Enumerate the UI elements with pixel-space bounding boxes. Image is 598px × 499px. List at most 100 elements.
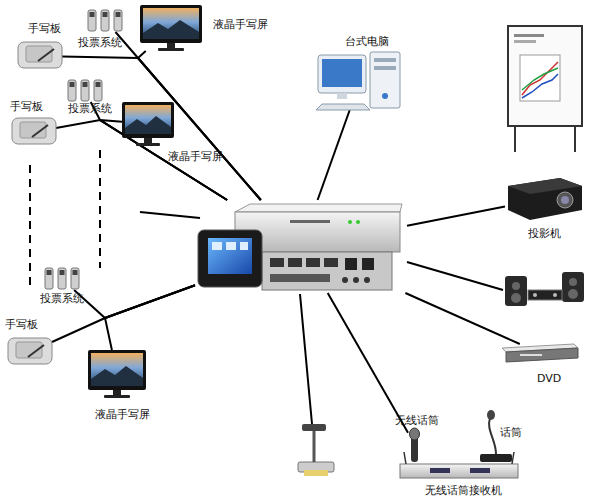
speaker-set bbox=[569, 278, 577, 286]
voting-handset bbox=[70, 82, 75, 87]
voting-handset bbox=[88, 10, 122, 31]
tablet-icon bbox=[12, 118, 56, 144]
voting-handset bbox=[58, 268, 66, 289]
device-label: 投票系统 bbox=[68, 102, 112, 115]
lcd-monitor bbox=[88, 350, 146, 398]
device-node: 投票系统 bbox=[88, 10, 124, 32]
central-controller bbox=[235, 204, 402, 212]
document-camera bbox=[304, 470, 328, 476]
tablet-icon bbox=[32, 125, 48, 137]
desktop-computer bbox=[382, 93, 388, 99]
speaker-set bbox=[533, 293, 537, 297]
lcd-monitor bbox=[143, 20, 199, 39]
connection-line bbox=[91, 102, 227, 200]
voting-handset bbox=[90, 12, 95, 17]
wireless-microphone bbox=[410, 428, 420, 440]
lcd-monitor bbox=[136, 143, 160, 146]
device-node: 台式电脑 bbox=[318, 52, 402, 110]
device-label: 投影机 bbox=[528, 227, 561, 240]
voting-handset bbox=[94, 80, 102, 101]
desktop-computer bbox=[337, 93, 347, 99]
central-controller bbox=[348, 220, 352, 224]
device-label: 台式电脑 bbox=[345, 35, 389, 48]
voting-handset bbox=[47, 270, 52, 275]
voting-handset bbox=[83, 82, 88, 87]
interactive-whiteboard bbox=[508, 26, 582, 152]
central-controller bbox=[240, 242, 248, 250]
device-label: 液晶手写屏 bbox=[213, 18, 268, 31]
voting-handset bbox=[88, 10, 96, 31]
central-controller bbox=[362, 258, 374, 270]
interactive-whiteboard bbox=[522, 68, 558, 90]
lcd-monitor bbox=[125, 116, 171, 134]
connection-line bbox=[74, 285, 195, 318]
central-controller bbox=[212, 242, 222, 250]
voting-handset bbox=[114, 10, 122, 31]
central-controller bbox=[342, 277, 348, 283]
device-label: 手写板 bbox=[10, 100, 43, 113]
leader-line bbox=[407, 262, 503, 290]
leader-line bbox=[140, 212, 503, 424]
central-controller bbox=[306, 258, 320, 267]
document-camera bbox=[298, 424, 334, 476]
speaker-set bbox=[562, 272, 584, 302]
speaker-set bbox=[512, 282, 520, 290]
tablet-icon bbox=[8, 338, 52, 364]
projector bbox=[508, 178, 582, 220]
device-label: 投票系统 bbox=[40, 292, 84, 305]
tablet-icon bbox=[18, 42, 62, 68]
lcd-monitor bbox=[122, 102, 174, 146]
wireless-receiver bbox=[404, 452, 406, 464]
speaker-set bbox=[511, 293, 521, 303]
document-camera bbox=[313, 430, 316, 462]
lcd-monitor bbox=[140, 5, 202, 51]
projector bbox=[508, 178, 582, 220]
device-label: 无线话筒 bbox=[395, 414, 439, 427]
voting-handset bbox=[68, 80, 102, 101]
device-node: 手写板 bbox=[8, 338, 52, 366]
desktop-computer bbox=[316, 104, 370, 110]
central-controller bbox=[324, 258, 338, 267]
desktop-computer bbox=[322, 59, 362, 87]
wireless-receiver bbox=[400, 464, 518, 478]
device-node: 液晶手写屏 bbox=[140, 5, 202, 51]
device-node: 手写板 bbox=[12, 118, 56, 146]
device-label: 话筒 bbox=[500, 426, 522, 439]
desktop-computer bbox=[370, 52, 400, 108]
device-node: 话筒 bbox=[478, 410, 518, 462]
central-controller bbox=[262, 252, 392, 290]
device-node: 无线话筒接收机 bbox=[400, 452, 518, 478]
central-controller bbox=[198, 230, 262, 287]
central-controller bbox=[270, 258, 284, 267]
interactive-whiteboard bbox=[520, 55, 560, 101]
tablet-icon bbox=[28, 345, 44, 357]
speaker-set bbox=[553, 293, 557, 297]
lcd-monitor bbox=[91, 366, 143, 386]
voting-handset bbox=[45, 268, 53, 289]
lcd-monitor bbox=[113, 390, 121, 395]
central-controller bbox=[270, 274, 330, 282]
voting-handset bbox=[96, 82, 101, 87]
document-camera bbox=[302, 424, 326, 431]
desktop-computer bbox=[316, 52, 400, 110]
desktop-computer bbox=[374, 58, 396, 62]
lcd-monitor bbox=[125, 105, 171, 134]
speaker-set bbox=[528, 290, 562, 300]
dashed-line bbox=[99, 150, 101, 268]
interactive-whiteboard bbox=[574, 125, 576, 152]
connection-line bbox=[328, 293, 408, 433]
connection-line bbox=[62, 56, 261, 200]
central-controller bbox=[288, 258, 302, 267]
voting-handset bbox=[116, 12, 121, 17]
tablet-icon bbox=[18, 42, 62, 68]
interactive-whiteboard bbox=[508, 26, 582, 126]
device-label: 手写板 bbox=[5, 318, 38, 331]
voting-handset bbox=[73, 270, 78, 275]
gooseneck-microphone bbox=[487, 410, 495, 420]
projector bbox=[557, 192, 573, 208]
speaker-set bbox=[505, 276, 527, 306]
wireless-receiver bbox=[512, 452, 514, 464]
interactive-whiteboard bbox=[514, 125, 516, 152]
voting-handset bbox=[101, 10, 109, 31]
projector bbox=[561, 196, 569, 204]
